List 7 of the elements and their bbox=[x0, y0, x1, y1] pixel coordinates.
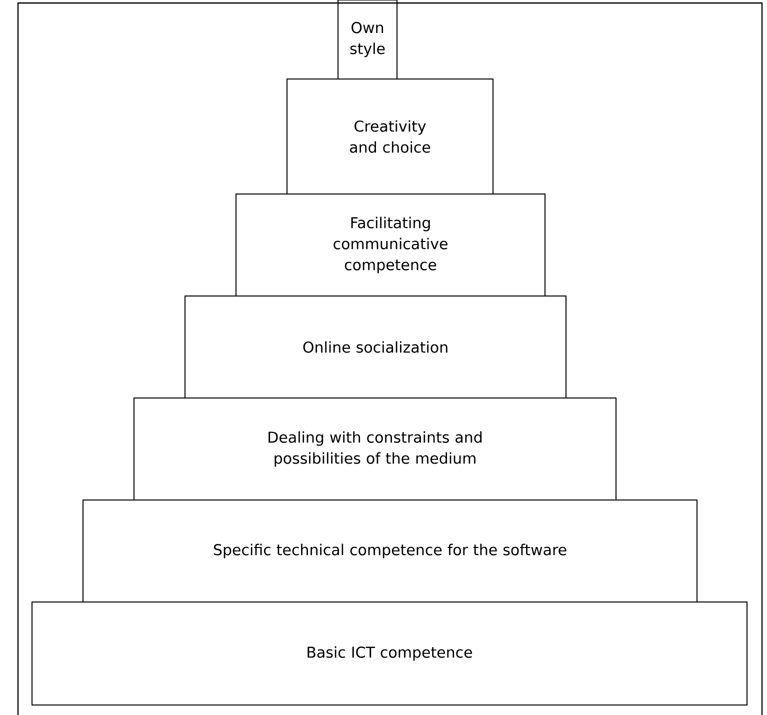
pyramid-tier: Creativity and choice bbox=[286, 78, 494, 194]
pyramid-tier: Specific technical competence for the software bbox=[82, 500, 698, 602]
pyramid-tier: Online socialization bbox=[184, 296, 566, 398]
pyramid-tier: Dealing with constraints and possibilities of the medium bbox=[134, 398, 616, 500]
pyramid-tier: Basic ICT competence bbox=[32, 602, 748, 706]
pyramid-tier: Own style bbox=[338, 0, 398, 80]
pyramid-tier: Facilitating communicative competence bbox=[236, 194, 546, 296]
